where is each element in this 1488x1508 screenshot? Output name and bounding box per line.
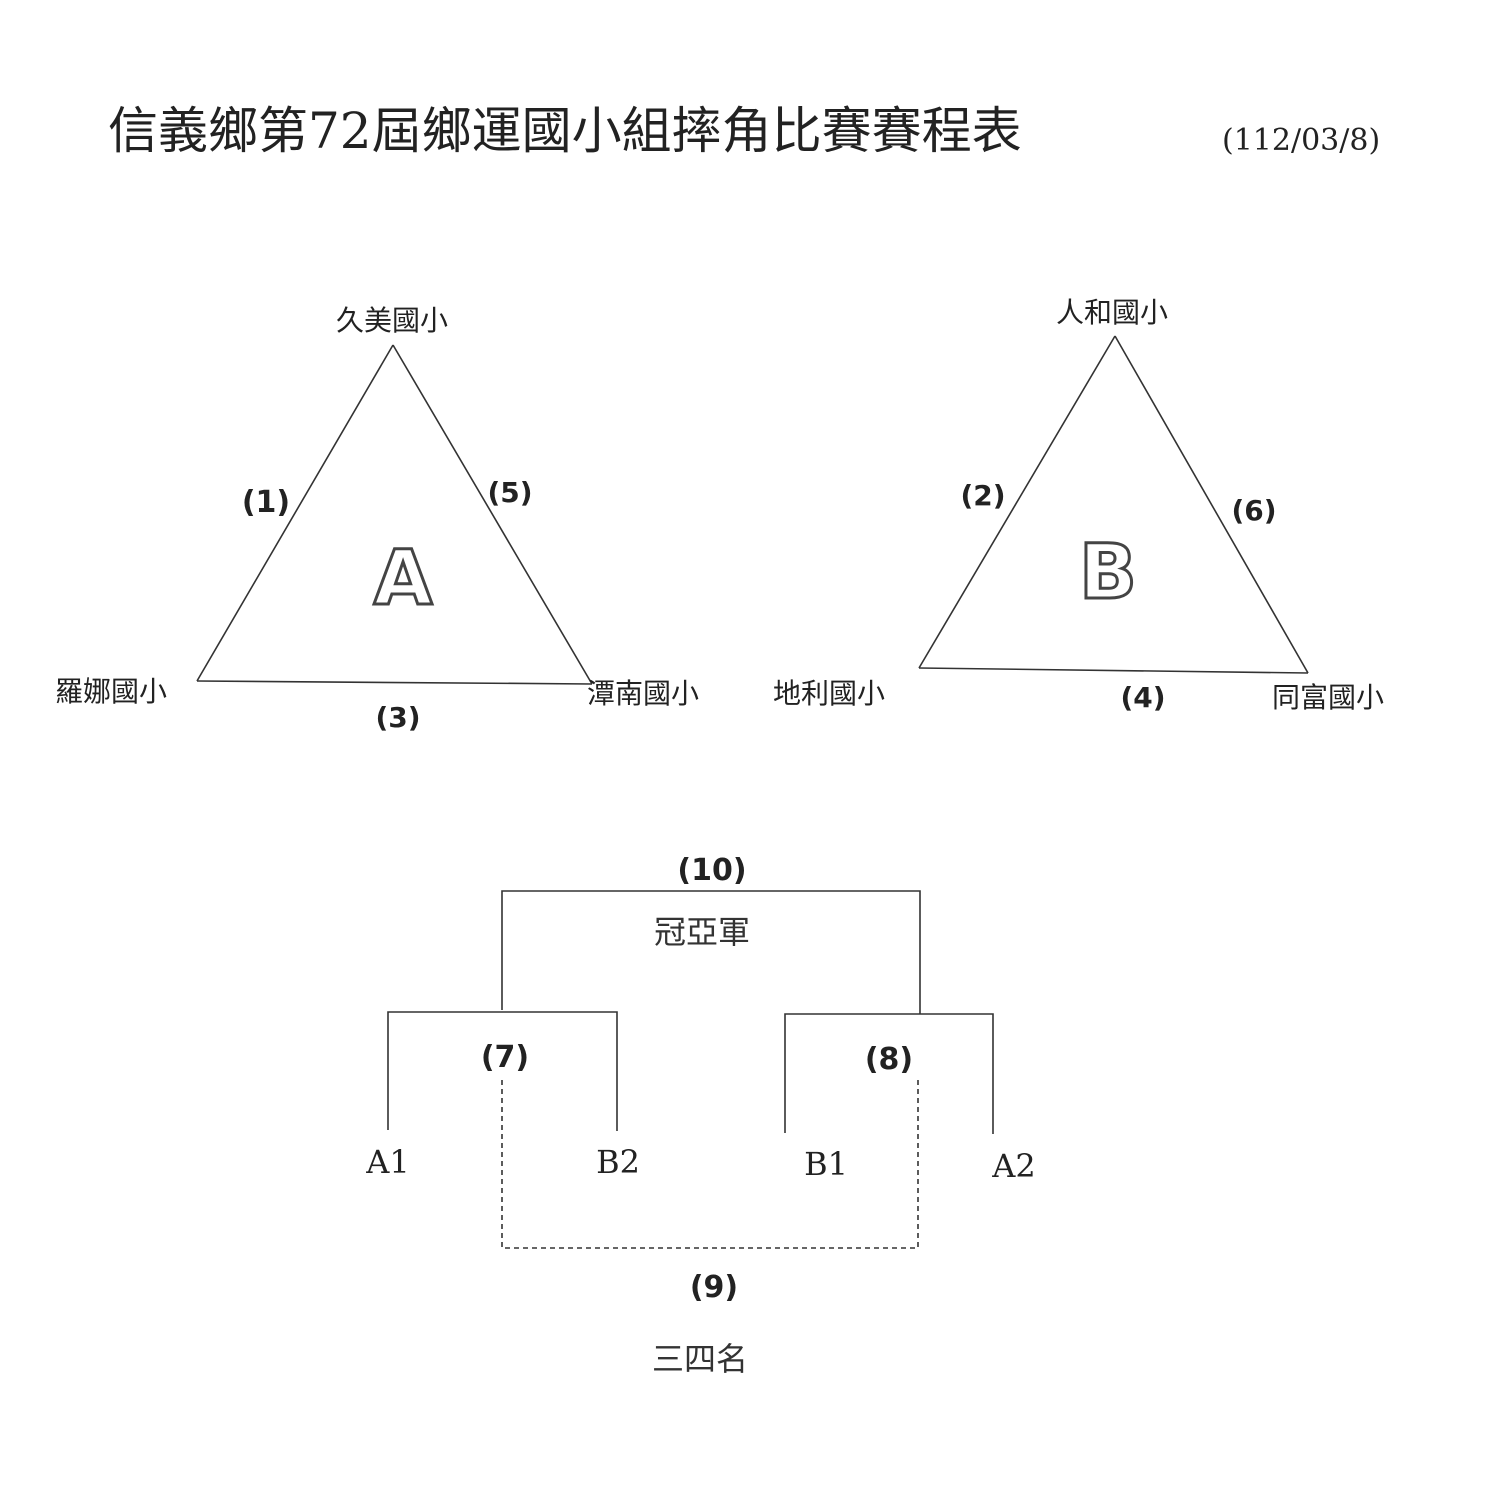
- group-a-top-school: 久美國小: [336, 304, 448, 337]
- seed-b2: B2: [596, 1143, 640, 1181]
- third-place-label: 三四名: [652, 1340, 748, 1378]
- semi-left-connector: [387, 1011, 618, 1131]
- group-a-bottom-edge: [196, 680, 593, 685]
- match-2-label: (2): [960, 479, 1005, 512]
- group-b-right-school: 同富國小: [1272, 681, 1384, 714]
- group-a-triangle: A 久美國小 羅娜國小 潭南國小 (1) (5) (3): [55, 304, 699, 734]
- page-title: 信義鄉第72屆鄉運國小組摔角比賽賽程表: [108, 102, 1022, 160]
- group-a-right-edge: [392, 344, 593, 685]
- group-a-left-school: 羅娜國小: [55, 675, 167, 708]
- group-b-right-edge: [1114, 335, 1309, 674]
- date-label: (112/03/8): [1222, 123, 1380, 158]
- match-6-label: (6): [1231, 494, 1276, 527]
- final-connector: [501, 890, 921, 1014]
- group-b-left-edge: [918, 335, 1116, 669]
- match-3-label: (3): [375, 701, 420, 734]
- match-8-label: (8): [865, 1042, 913, 1077]
- group-b-bottom-edge: [918, 667, 1309, 674]
- semi-right-connector: [784, 1013, 994, 1134]
- match-9-label: (9): [690, 1270, 738, 1305]
- match-1-label: (1): [242, 485, 290, 520]
- group-a-letter: A: [374, 533, 433, 622]
- seed-a1: A1: [365, 1143, 409, 1181]
- group-a-left-edge: [196, 344, 394, 682]
- group-a-right-school: 潭南國小: [587, 677, 699, 710]
- third-place-connector: [501, 1080, 919, 1249]
- match-4-label: (4): [1120, 681, 1165, 714]
- match-5-label: (5): [487, 476, 532, 509]
- group-b-letter: B: [1079, 527, 1137, 616]
- seed-a2: A2: [991, 1147, 1035, 1185]
- match-7-label: (7): [481, 1040, 529, 1075]
- group-b-left-school: 地利國小: [773, 677, 885, 710]
- knockout-bracket: (10) 冠亞軍 (7) (8) (9) 三四名 A1 B2 B1 A2: [365, 853, 1035, 1378]
- group-b-triangle: B 人和國小 地利國小 同富國小 (2) (6) (4): [773, 296, 1384, 714]
- match-10-label: (10): [677, 853, 746, 888]
- seed-b1: B1: [804, 1145, 848, 1183]
- final-label: 冠亞軍: [654, 913, 750, 951]
- group-b-top-school: 人和國小: [1056, 296, 1168, 329]
